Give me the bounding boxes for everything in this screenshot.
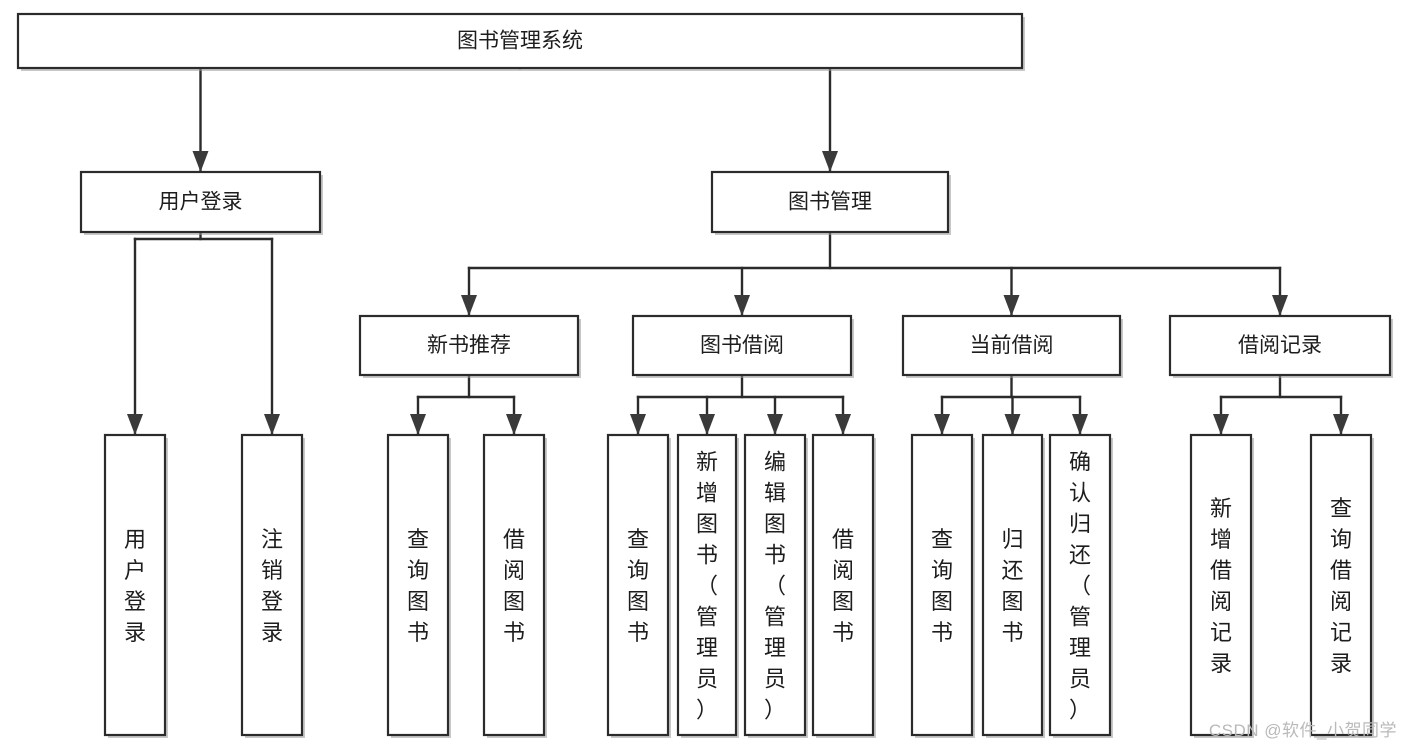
node-leaf-cur-confirm-return[interactable]: 确认归还（管理员）: [1048, 433, 1113, 738]
node-label: 借阅图书: [503, 527, 525, 645]
arrow-head-icon: [1003, 295, 1020, 316]
node-rect[interactable]: [811, 433, 875, 737]
node-rect[interactable]: [240, 433, 304, 737]
connector-group-root: [192, 58, 838, 173]
node-label: 新书推荐: [427, 334, 511, 357]
node-rect[interactable]: [676, 433, 738, 737]
node-book-manage[interactable]: 图书管理: [710, 170, 951, 235]
node-rect[interactable]: [79, 170, 322, 234]
node-label: 查询借阅记录: [1330, 496, 1352, 676]
node-rect[interactable]: [606, 433, 670, 737]
arrow-head-icon: [822, 151, 838, 172]
arrow-head-icon: [699, 414, 715, 435]
arrow-head-icon: [630, 414, 646, 435]
connector-group-borrow-record: [1213, 373, 1349, 436]
node-label: 查询图书: [407, 527, 429, 645]
arrow-head-icon: [1272, 295, 1288, 316]
node-label: 查询图书: [627, 527, 649, 645]
arrow-head-icon: [934, 414, 950, 435]
node-root[interactable]: 图书管理系统: [16, 12, 1025, 71]
node-rect[interactable]: [1309, 433, 1373, 737]
node-rect[interactable]: [1168, 314, 1392, 377]
arrow-head-icon: [192, 151, 209, 172]
node-label: 注销登录: [261, 527, 283, 645]
node-label: 归还图书: [1001, 527, 1023, 645]
node-rect[interactable]: [710, 170, 950, 234]
node-leaf-borrow-add-book[interactable]: 新增图书（管理员）: [676, 433, 739, 738]
node-new-book-rec[interactable]: 新书推荐: [358, 314, 581, 378]
arrow-head-icon: [767, 414, 783, 435]
node-rect[interactable]: [16, 12, 1024, 70]
node-label: 借阅记录: [1238, 334, 1322, 357]
arrow-head-icon: [264, 414, 280, 435]
node-leaf-borrow-borrow-book[interactable]: 借阅图书: [811, 433, 876, 738]
node-rect[interactable]: [103, 433, 167, 737]
arrow-head-icon: [734, 295, 750, 316]
node-label: 编辑图书（管理员）: [764, 450, 786, 723]
arrow-head-icon: [835, 414, 851, 435]
node-label: 图书管理: [788, 191, 872, 214]
arrow-head-icon: [127, 414, 143, 435]
node-layer: 图书管理系统用户登录图书管理新书推荐图书借阅当前借阅借阅记录用户登录注销登录查询…: [16, 12, 1393, 738]
node-label: 查询图书: [931, 527, 953, 645]
arrow-head-icon: [461, 295, 477, 316]
node-label: 图书借阅: [700, 334, 784, 357]
node-label: 确认归还（管理员）: [1069, 450, 1091, 723]
connector-group-current-borrow: [934, 373, 1088, 436]
node-leaf-borrow-edit-book[interactable]: 编辑图书（管理员）: [743, 433, 808, 738]
node-label: 图书管理系统: [457, 30, 583, 53]
node-leaf-rec-query-book[interactable]: 查询图书: [386, 433, 451, 738]
node-rect[interactable]: [981, 433, 1044, 737]
node-leaf-cur-return-book[interactable]: 归还图书: [981, 433, 1045, 738]
connector-group-book-borrow: [630, 373, 851, 436]
connector-group-user-login: [127, 230, 280, 436]
node-rect[interactable]: [482, 433, 546, 737]
node-leaf-rec-add-record[interactable]: 新增借阅记录: [1189, 433, 1254, 738]
node-label: 用户登录: [124, 527, 146, 645]
arrow-head-icon: [506, 414, 522, 435]
node-rect[interactable]: [1048, 433, 1112, 737]
node-rect[interactable]: [386, 433, 450, 737]
connector-group-book-manage: [461, 230, 1288, 317]
arrow-head-icon: [1333, 414, 1349, 435]
node-label: 用户登录: [159, 191, 243, 214]
arrow-head-icon: [410, 414, 426, 435]
node-rect[interactable]: [901, 314, 1122, 377]
node-leaf-logout[interactable]: 注销登录: [240, 433, 305, 738]
node-rect[interactable]: [631, 314, 853, 377]
node-label: 新增借阅记录: [1210, 496, 1232, 676]
node-book-borrow[interactable]: 图书借阅: [631, 314, 854, 378]
connector-layer: [127, 58, 1349, 436]
node-leaf-rec-query-record[interactable]: 查询借阅记录: [1309, 433, 1374, 738]
arrow-head-icon: [1004, 414, 1021, 435]
node-leaf-rec-borrow-book[interactable]: 借阅图书: [482, 433, 547, 738]
node-rect[interactable]: [1189, 433, 1253, 737]
node-label: 新增图书（管理员）: [696, 450, 718, 723]
node-label: 借阅图书: [832, 527, 854, 645]
node-leaf-cur-query-book[interactable]: 查询图书: [910, 433, 975, 738]
node-leaf-borrow-query-book[interactable]: 查询图书: [606, 433, 671, 738]
node-rect[interactable]: [910, 433, 974, 737]
connector-group-new-book-rec: [410, 373, 522, 436]
node-current-borrow[interactable]: 当前借阅: [901, 314, 1123, 378]
node-rect[interactable]: [358, 314, 580, 377]
node-leaf-user-login[interactable]: 用户登录: [103, 433, 168, 738]
node-rect[interactable]: [743, 433, 807, 737]
node-borrow-record[interactable]: 借阅记录: [1168, 314, 1393, 378]
arrow-head-icon: [1072, 414, 1088, 435]
arrow-head-icon: [1213, 414, 1229, 435]
node-user-login[interactable]: 用户登录: [79, 170, 323, 235]
node-label: 当前借阅: [970, 334, 1054, 357]
